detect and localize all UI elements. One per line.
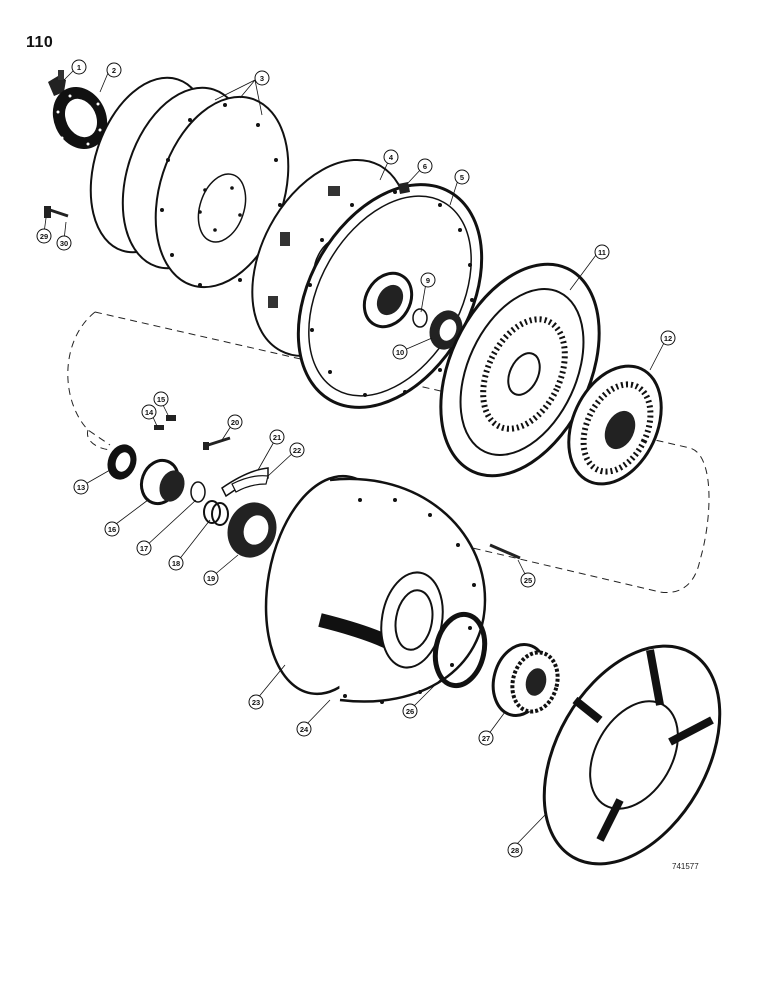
svg-text:23: 23 bbox=[252, 698, 260, 707]
callout-3: 3 bbox=[254, 70, 270, 86]
bolt-20 bbox=[203, 436, 231, 450]
svg-text:24: 24 bbox=[300, 725, 309, 734]
svg-text:30: 30 bbox=[60, 239, 68, 248]
bearing-16 bbox=[139, 458, 185, 506]
bearing-10 bbox=[429, 310, 463, 350]
callout-29: 29 bbox=[36, 228, 52, 244]
key-14 bbox=[154, 425, 164, 430]
callout-23: 23 bbox=[248, 694, 264, 710]
callout-20: 20 bbox=[227, 414, 243, 430]
bolt-29 bbox=[44, 206, 69, 218]
callout-22: 22 bbox=[289, 442, 305, 458]
svg-text:1: 1 bbox=[77, 63, 81, 72]
bolt-1 bbox=[48, 70, 66, 96]
assembly-dash-outline bbox=[67, 311, 710, 594]
nut-6 bbox=[398, 182, 410, 194]
svg-text:2: 2 bbox=[112, 66, 116, 75]
callouts: 1 2 3 4 5 6 9 10 11 12 13 14 15 16 17 18… bbox=[36, 59, 676, 858]
callout-12: 12 bbox=[660, 330, 676, 346]
callout-25: 25 bbox=[520, 572, 536, 588]
callout-17: 17 bbox=[136, 540, 152, 556]
svg-text:19: 19 bbox=[207, 574, 215, 583]
svg-text:6: 6 bbox=[423, 162, 427, 171]
spacers-18 bbox=[203, 500, 229, 526]
svg-text:12: 12 bbox=[664, 334, 672, 343]
callout-5: 5 bbox=[454, 169, 470, 185]
lock-plate-22 bbox=[231, 475, 269, 493]
callout-11: 11 bbox=[594, 244, 610, 260]
callout-10: 10 bbox=[392, 344, 408, 360]
callout-28: 28 bbox=[507, 842, 523, 858]
svg-text:21: 21 bbox=[273, 433, 281, 442]
callout-1: 1 bbox=[71, 59, 87, 75]
leader-lines bbox=[43, 69, 667, 847]
housing-24 bbox=[264, 474, 487, 704]
guard-28 bbox=[542, 644, 722, 866]
svg-text:28: 28 bbox=[511, 846, 519, 855]
page-number: 110 bbox=[26, 34, 54, 51]
stator-12 bbox=[567, 364, 663, 486]
svg-text:13: 13 bbox=[77, 483, 85, 492]
svg-text:15: 15 bbox=[157, 395, 165, 404]
callout-6: 6 bbox=[417, 158, 433, 174]
svg-text:25: 25 bbox=[524, 576, 532, 585]
key-15 bbox=[166, 415, 176, 421]
svg-text:26: 26 bbox=[406, 707, 414, 716]
snap-ring-17 bbox=[190, 481, 206, 503]
svg-text:4: 4 bbox=[389, 153, 394, 162]
ring-9 bbox=[412, 308, 428, 328]
callout-4: 4 bbox=[383, 149, 399, 165]
gear-hub-27 bbox=[491, 643, 560, 717]
callout-9: 9 bbox=[420, 272, 436, 288]
bearing-19 bbox=[227, 502, 277, 558]
svg-text:11: 11 bbox=[598, 248, 606, 257]
bolt-25 bbox=[489, 543, 521, 560]
svg-text:3: 3 bbox=[260, 74, 264, 83]
svg-text:17: 17 bbox=[140, 544, 148, 553]
svg-text:16: 16 bbox=[108, 525, 116, 534]
drawing-code: 741577 bbox=[672, 862, 699, 871]
cover-5 bbox=[296, 183, 484, 409]
callout-27: 27 bbox=[478, 730, 494, 746]
svg-text:14: 14 bbox=[145, 408, 154, 417]
callout-21: 21 bbox=[269, 429, 285, 445]
gasket-2 bbox=[52, 86, 108, 150]
svg-text:29: 29 bbox=[40, 232, 48, 241]
svg-text:27: 27 bbox=[482, 734, 490, 743]
svg-text:10: 10 bbox=[396, 348, 404, 357]
svg-text:20: 20 bbox=[231, 418, 239, 427]
svg-text:9: 9 bbox=[426, 276, 430, 285]
callout-30: 30 bbox=[56, 235, 72, 251]
flex-plates-3 bbox=[89, 76, 290, 289]
svg-text:5: 5 bbox=[460, 173, 464, 182]
callout-16: 16 bbox=[104, 521, 120, 537]
callout-15: 15 bbox=[153, 391, 169, 407]
callout-24: 24 bbox=[296, 721, 312, 737]
callout-26: 26 bbox=[402, 703, 418, 719]
seal-13 bbox=[107, 444, 137, 480]
impeller-11 bbox=[439, 262, 601, 478]
callout-14: 14 bbox=[141, 404, 157, 420]
svg-text:18: 18 bbox=[172, 559, 180, 568]
callout-13: 13 bbox=[73, 479, 89, 495]
callout-2: 2 bbox=[106, 62, 122, 78]
o-ring-26 bbox=[432, 611, 488, 689]
callout-19: 19 bbox=[203, 570, 219, 586]
callout-18: 18 bbox=[168, 555, 184, 571]
svg-text:22: 22 bbox=[293, 446, 301, 455]
